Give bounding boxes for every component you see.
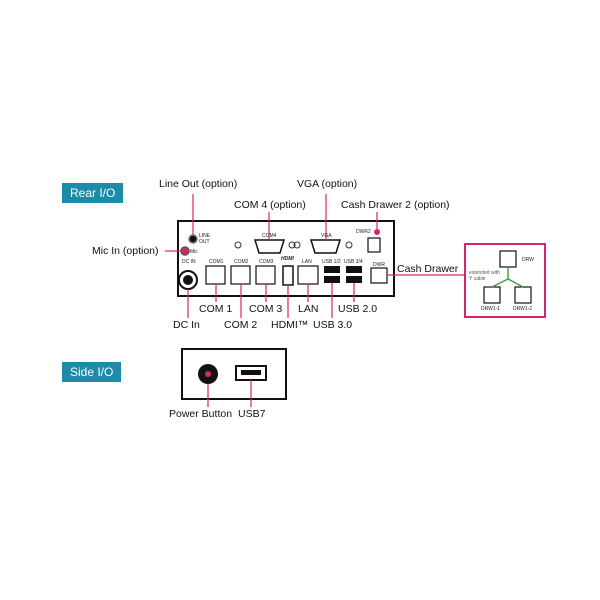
side-panel (181, 348, 287, 400)
com3-port (255, 265, 276, 285)
lan-port (297, 265, 319, 285)
label-lan: LAN (298, 303, 319, 315)
screw-4 (345, 241, 353, 249)
silk-lan: LAN (302, 259, 312, 265)
usb34-port-upper (346, 266, 362, 273)
label-usb20: USB 2.0 (338, 303, 378, 315)
usb34-port-lower (346, 276, 362, 283)
silk-com1: COM1 (209, 259, 224, 265)
silk-hdmi: HDMI (281, 256, 294, 262)
silk-dwr: DWR (373, 262, 385, 268)
usb12-port-upper (324, 266, 340, 273)
label-cash-drawer: Cash Drawer (397, 263, 459, 275)
dwr-port (370, 267, 388, 284)
silk-mic: Mic (190, 249, 198, 255)
y-cable-lines (491, 267, 524, 288)
usb7-port-tongue (241, 370, 261, 375)
label-hdmi: HDMI™ (271, 319, 309, 331)
label-com4: COM 4 (option) (234, 199, 306, 211)
silk-com2: COM2 (234, 259, 249, 265)
silk-vga: VGA (321, 233, 332, 239)
silk-usb34: USB 3/4 (344, 259, 363, 265)
label-dc-in: DC In (173, 319, 200, 331)
silk-com3: COM3 (259, 259, 274, 265)
dc-in-pin (183, 275, 193, 285)
hdmi-port (282, 265, 294, 286)
drw-connector (499, 250, 517, 268)
com2-port (230, 265, 251, 285)
power-led (205, 371, 211, 377)
label-usb30: USB 3.0 (313, 319, 353, 331)
com4-port (253, 239, 286, 254)
vga-port (309, 239, 342, 254)
drw1-2-label: DRW1-2 (513, 306, 533, 312)
y-cable-note: extended with Y cable (469, 270, 500, 282)
mic-jack (180, 246, 190, 256)
side-callout-lines (207, 380, 252, 407)
label-usb7: USB7 (238, 408, 266, 420)
drw1-1-connector (483, 286, 501, 304)
label-mic-in: Mic In (option) (92, 245, 159, 257)
label-com3: COM 3 (249, 303, 283, 315)
silk-dwr2: DWR2 (356, 229, 371, 235)
label-cash-drawer-2: Cash Drawer 2 (option) (341, 199, 450, 211)
usb12-port-lower (324, 276, 340, 283)
screw-1 (234, 241, 242, 249)
rear-callout-lines (165, 194, 466, 318)
label-com1: COM 1 (199, 303, 233, 315)
dwr2-port (367, 237, 381, 253)
silk-usb12: USB 1/2 (322, 259, 341, 265)
screw-2 (288, 241, 296, 249)
side-io-tag: Side I/O (62, 362, 122, 382)
screw-3 (293, 241, 301, 249)
label-com2: COM 2 (224, 319, 258, 331)
drw-label: DRW (522, 257, 534, 263)
label-line-out: Line Out (option) (159, 178, 238, 190)
dwr2-marker (374, 229, 380, 235)
drw1-2-connector (514, 286, 532, 304)
com1-port (205, 265, 226, 285)
rear-io-tag: Rear I/O (62, 183, 124, 203)
silk-dc-in: DC IN (182, 259, 196, 265)
line-out-jack (188, 234, 198, 244)
silk-com4: COM4 (262, 233, 277, 239)
label-power-button: Power Button (169, 408, 233, 420)
label-vga: VGA (option) (297, 178, 358, 190)
silk-line-out: LINE OUT (199, 233, 211, 245)
drw1-1-label: DRW1-1 (481, 306, 501, 312)
